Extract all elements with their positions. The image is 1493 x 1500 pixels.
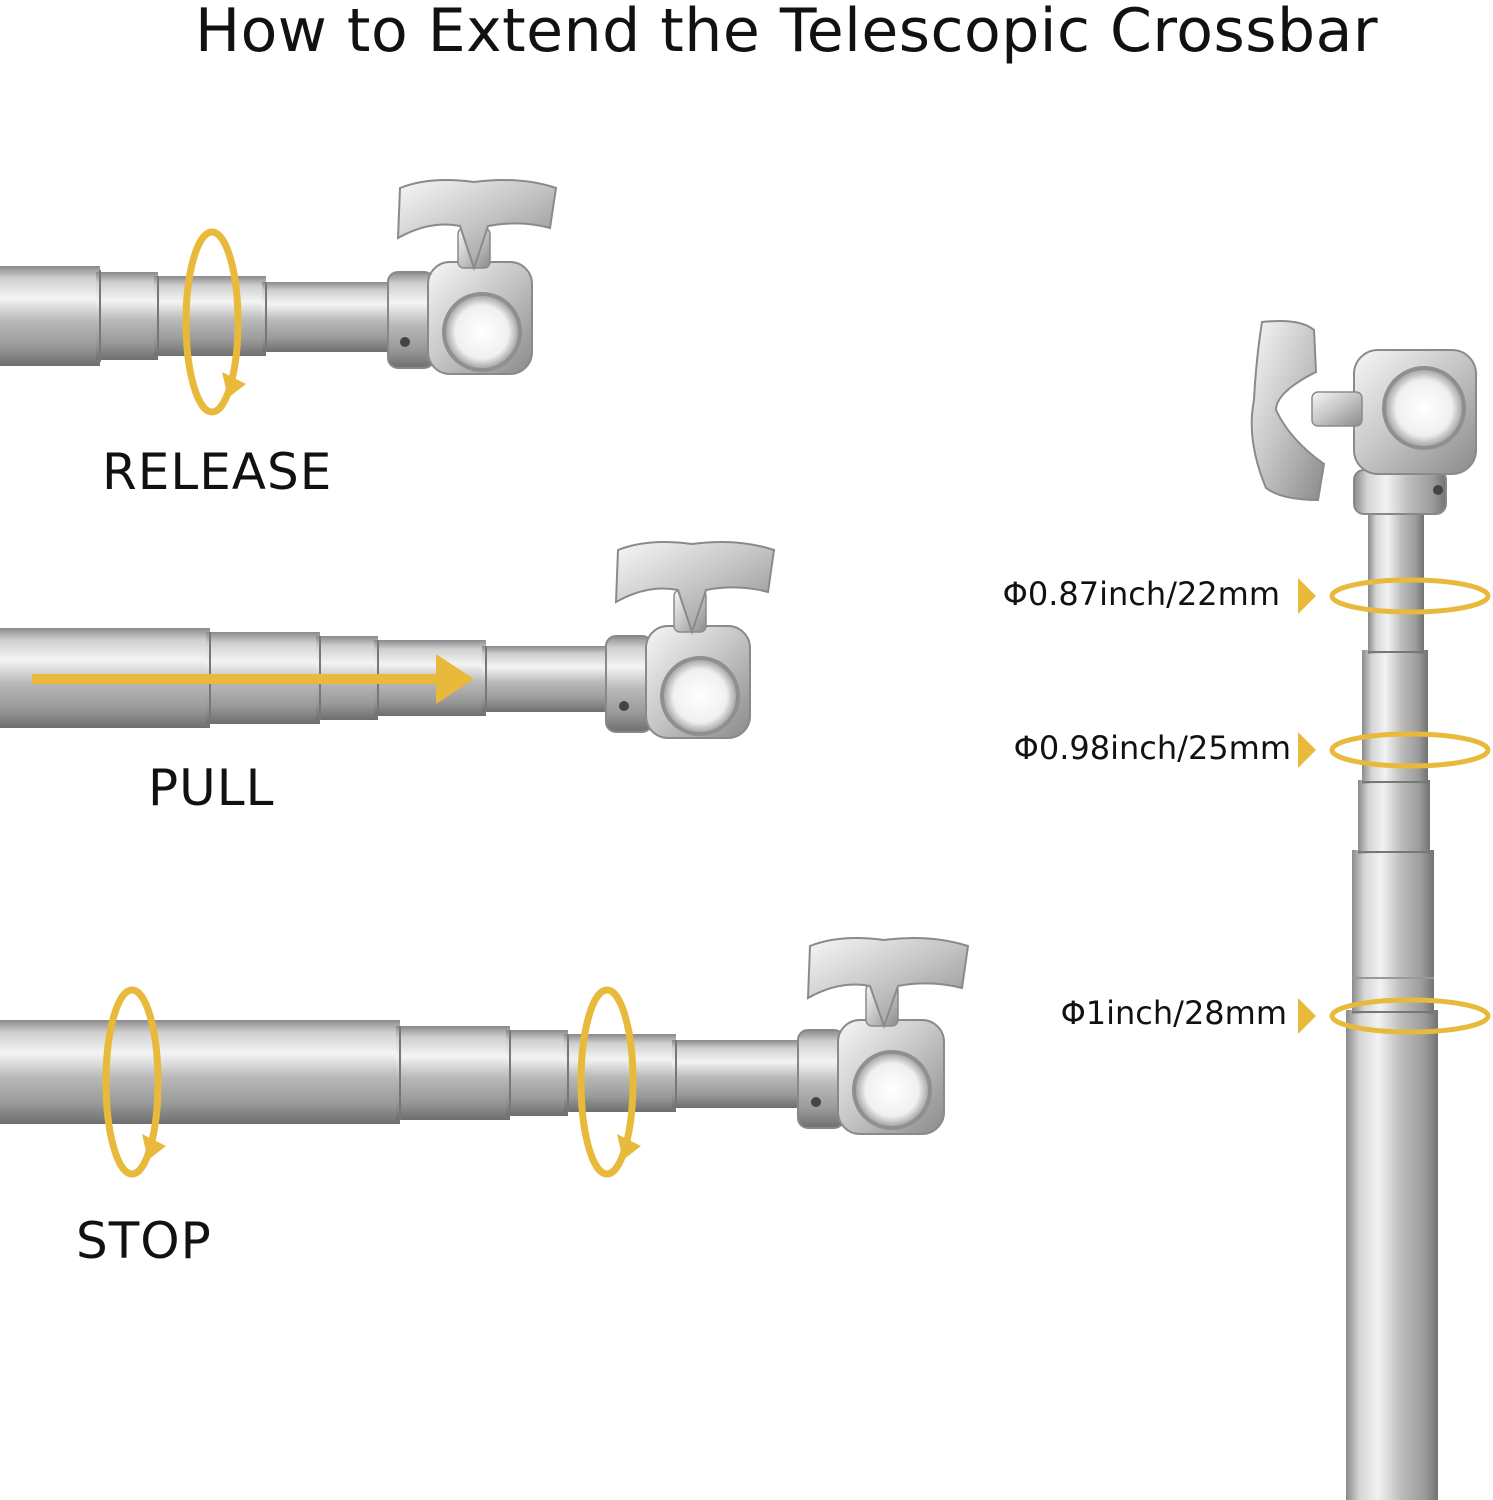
diameter-label-22mm: Φ0.87inch/22mm [1002, 575, 1280, 613]
step-label-stop: STOP [76, 1212, 212, 1270]
diameter-ring-icon [1298, 577, 1491, 615]
page-title: How to Extend the Telescopic Crossbar [194, 0, 1379, 66]
rotate-arrow-icon [102, 986, 166, 1178]
bar-stop [0, 937, 970, 1178]
diameter-label-28mm: Φ1inch/28mm [1060, 994, 1287, 1032]
bar-vertical [1250, 320, 1491, 1500]
step-label-release: RELEASE [102, 443, 333, 501]
bar-pull [0, 541, 776, 739]
pull-arrow-icon [32, 654, 474, 704]
diameter-ring-icon [1298, 731, 1491, 769]
rotate-arrow-icon [182, 228, 246, 416]
diameter-ring-icon [1298, 997, 1491, 1035]
bar-release [0, 179, 558, 416]
diameter-label-25mm: Φ0.98inch/25mm [1013, 729, 1291, 767]
step-label-pull: PULL [148, 759, 275, 817]
rotate-arrow-icon [577, 986, 641, 1178]
